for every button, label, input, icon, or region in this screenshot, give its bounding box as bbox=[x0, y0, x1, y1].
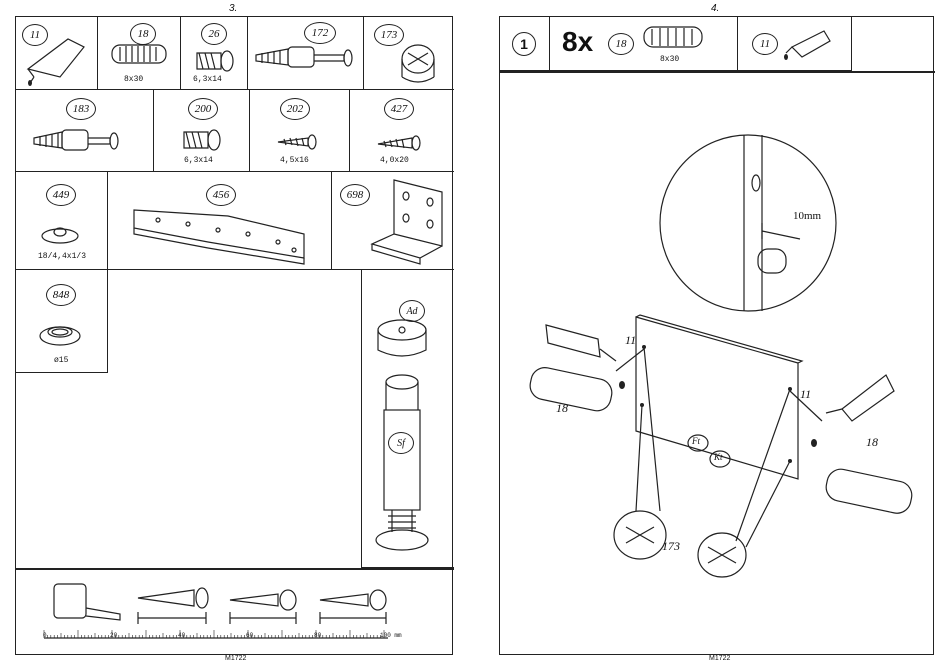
label-cam: 173 bbox=[662, 539, 680, 554]
label-dowel-right: 18 bbox=[866, 435, 878, 450]
mounting-bracket-icon bbox=[108, 172, 332, 270]
panel-label-kt: Kt bbox=[714, 452, 723, 462]
part-cell-26: 26 6,3x14 bbox=[181, 17, 248, 90]
label-glue-right: 11 bbox=[800, 387, 811, 402]
right-page: 1 8x 18 8x30 11 bbox=[499, 16, 934, 655]
step-cell: 1 bbox=[500, 17, 550, 71]
ruler-label-20: 20 bbox=[110, 632, 117, 639]
measuring-tools-icon bbox=[16, 568, 454, 656]
part-cell-200: 200 6,3x14 bbox=[154, 90, 250, 172]
part-dim: 6,3x14 bbox=[193, 75, 222, 84]
part-cell-456: 456 bbox=[108, 172, 332, 270]
label-glue-left: 11 bbox=[625, 333, 636, 348]
right-page-number: 4. bbox=[711, 3, 719, 14]
part-cell-18: 18 8x30 bbox=[98, 17, 181, 90]
part-dim: 4,0x20 bbox=[380, 156, 409, 165]
header-parts-cell: 8x 18 8x30 bbox=[550, 17, 738, 71]
part-dim: 18/4,4x1/3 bbox=[38, 252, 86, 261]
ruler-label-40: 40 bbox=[178, 632, 185, 639]
part-dim: ø15 bbox=[54, 356, 68, 365]
part-cell-173: 173 bbox=[364, 17, 454, 90]
connector-bolt-icon bbox=[248, 17, 364, 90]
glue-tube-icon bbox=[738, 17, 852, 71]
angle-bracket-icon bbox=[332, 172, 454, 270]
adjustable-leg-icon bbox=[362, 270, 455, 568]
dowel-icon bbox=[550, 17, 738, 71]
detail-dimension: 10mm bbox=[793, 210, 821, 222]
glue-tube-icon bbox=[16, 17, 98, 90]
ruler-label-60: 60 bbox=[246, 632, 253, 639]
left-page-code: M1722 bbox=[225, 655, 246, 662]
part-cell-698: 698 bbox=[332, 172, 454, 270]
cam-lock-icon bbox=[364, 17, 454, 90]
glue-cell: 11 bbox=[738, 17, 852, 71]
connector-bolt-icon bbox=[16, 90, 154, 172]
ruler-label-0: 0 bbox=[43, 632, 47, 639]
part-dim: 8x30 bbox=[124, 75, 143, 84]
step-number: 1 bbox=[512, 32, 536, 56]
label-dowel-left: 18 bbox=[556, 401, 568, 416]
ruler-label-100: 100 mm bbox=[380, 632, 402, 639]
right-page-code: M1722 bbox=[709, 655, 730, 662]
part-cell-183: 183 bbox=[16, 90, 154, 172]
left-page: 11 18 8x30 26 6,3x14 172 bbox=[15, 16, 453, 655]
part-cell-449: 449 18/4,4x1/3 bbox=[16, 172, 108, 270]
part-cell-11: 11 bbox=[16, 17, 98, 90]
ruler-label-80: 80 bbox=[314, 632, 321, 639]
part-cell-848: 848 ø15 bbox=[16, 270, 108, 373]
assembly-illustration bbox=[500, 71, 935, 656]
part-cell-172: 172 bbox=[248, 17, 364, 90]
part-dim: 4,5x16 bbox=[280, 156, 309, 165]
part-dim: 6,3x14 bbox=[184, 156, 213, 165]
part-dim: 8x30 bbox=[660, 55, 679, 64]
leg-cell: Ad Sf bbox=[361, 270, 454, 568]
part-cell-202: 202 4,5x16 bbox=[250, 90, 350, 172]
part-cell-427: 427 4,0x20 bbox=[350, 90, 454, 172]
panel-label-ft: Ft bbox=[692, 436, 700, 446]
left-page-number: 3. bbox=[229, 3, 237, 14]
